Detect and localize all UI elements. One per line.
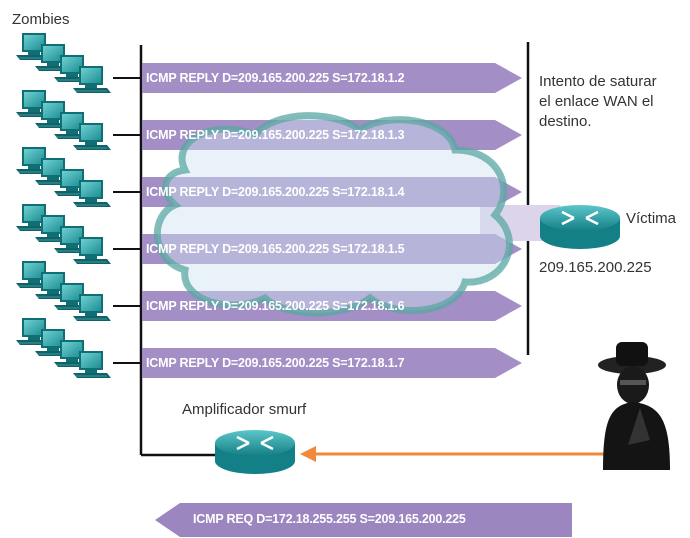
computer-icon	[73, 123, 111, 150]
computer-icon	[73, 294, 111, 321]
cloud-icon	[153, 112, 513, 317]
annotation-line-1: Intento de saturar	[539, 73, 657, 90]
zombies-label: Zombies	[12, 11, 70, 28]
reply-label: ICMP REPLY D=209.165.200.225 S=172.18.1.…	[146, 71, 405, 85]
request-label: ICMP REQ D=172.18.255.255 S=209.165.200.…	[193, 512, 466, 526]
computer-icon	[73, 180, 111, 207]
reply-label: ICMP REPLY D=209.165.200.225 S=172.18.1.…	[146, 128, 405, 142]
zombie-computers	[16, 33, 111, 378]
reply-arrow	[142, 348, 522, 378]
victim-ip: 209.165.200.225	[539, 259, 652, 276]
request-arrow	[155, 503, 572, 537]
computer-icon	[73, 66, 111, 93]
reply-arrow	[142, 177, 522, 207]
attacker-icon	[598, 342, 670, 470]
victim-label: Víctima	[626, 210, 677, 227]
reply-label: ICMP REPLY D=209.165.200.225 S=172.18.1.…	[146, 242, 405, 256]
computer-icon	[54, 340, 92, 367]
annotation-line-2: el enlace WAN el	[539, 93, 654, 110]
attack-arrow	[300, 446, 612, 462]
victim-router	[540, 205, 620, 249]
reply-label: ICMP REPLY D=209.165.200.225 S=172.18.1.…	[146, 299, 405, 313]
amplifier-label: Amplificador smurf	[182, 401, 307, 418]
reply-arrow	[142, 291, 522, 321]
network-lines	[113, 42, 530, 457]
computer-icon	[35, 158, 73, 185]
annotation-line-3: destino.	[539, 113, 592, 130]
computer-icon	[54, 112, 92, 139]
reply-label: ICMP REPLY D=209.165.200.225 S=172.18.1.…	[146, 356, 405, 370]
reply-arrow	[142, 234, 522, 264]
reply-arrow	[142, 63, 522, 93]
computer-icon	[54, 55, 92, 82]
amplifier-router	[215, 430, 295, 474]
computer-icon	[16, 318, 54, 345]
computer-icon	[16, 147, 54, 174]
computer-icon	[73, 351, 111, 378]
wan-annotation: Intento de saturar el enlace WAN el dest…	[539, 72, 657, 132]
reply-label: ICMP REPLY D=209.165.200.225 S=172.18.1.…	[146, 185, 405, 199]
computer-icon	[73, 237, 111, 264]
reply-arrows	[142, 63, 522, 378]
computer-icon	[54, 169, 92, 196]
